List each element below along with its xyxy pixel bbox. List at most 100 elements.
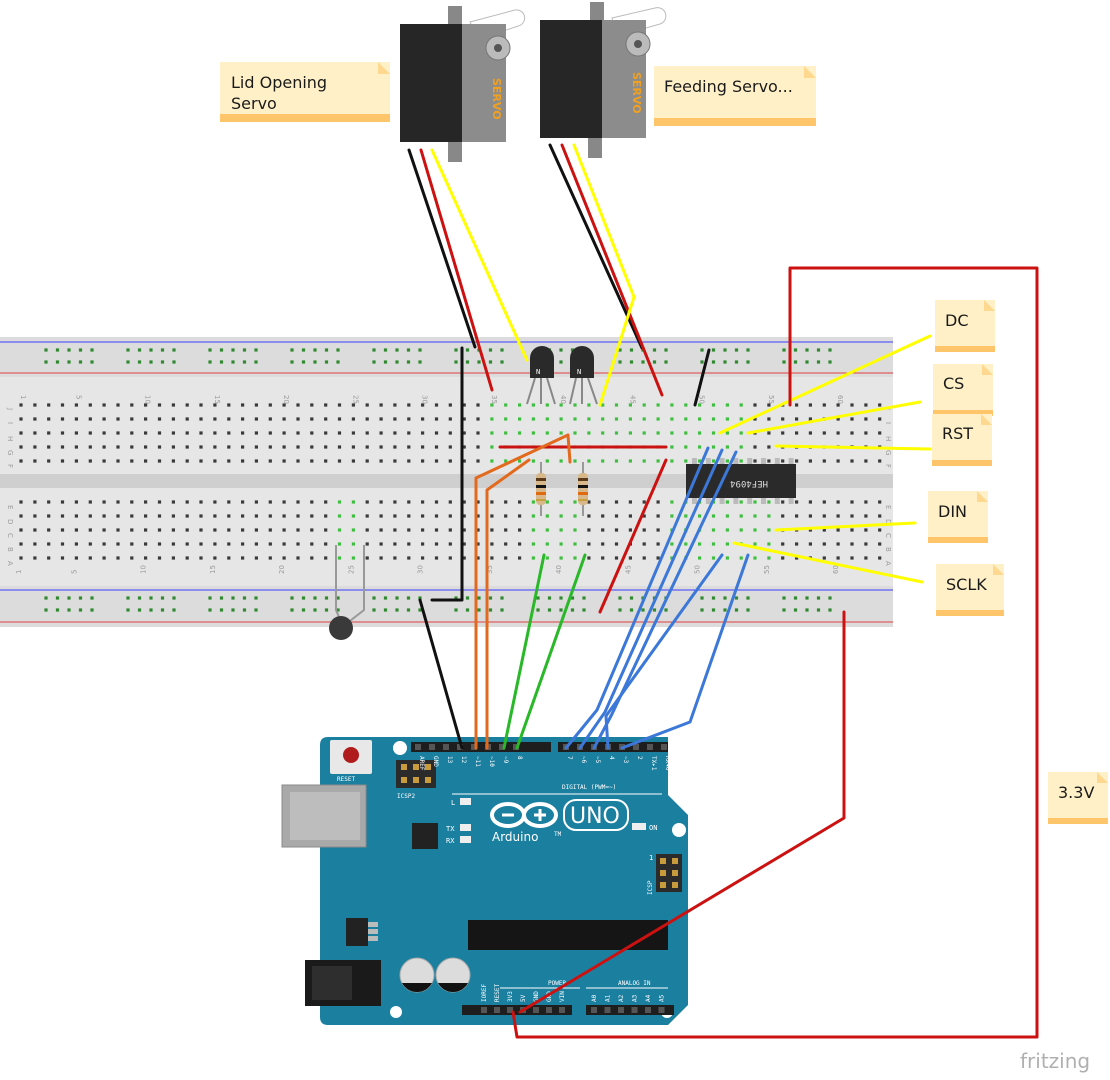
breadboard-hole (296, 459, 300, 463)
breadboard-hole (642, 542, 646, 546)
rail-hole (793, 608, 798, 612)
chip-pin (692, 498, 697, 504)
breadboard-hole (601, 542, 605, 546)
rail-hole (816, 596, 821, 600)
note-cs-text: CS (943, 374, 964, 393)
rail-hole (242, 360, 247, 364)
breadboard-hole (462, 403, 466, 407)
breadboard-hole (753, 556, 757, 560)
note-lid-opening-servo: Lid Opening Servo (220, 62, 390, 122)
breadboard-hole (227, 542, 231, 546)
icsp-label: ICSP (647, 880, 654, 895)
breadboard-hole (310, 403, 314, 407)
breadboard-hole (836, 528, 840, 532)
breadboard-hole (601, 459, 605, 463)
breadboard-hole (781, 459, 785, 463)
column-number-bottom: 55 (763, 565, 771, 574)
rail-hole (242, 596, 247, 600)
breadboard-hole (365, 417, 369, 421)
note-lid-line-2: Servo (231, 94, 277, 113)
breadboard-hole (296, 431, 300, 435)
breadboard-hole (711, 459, 716, 463)
din-wire (774, 521, 917, 532)
breadboard-hole (781, 542, 785, 546)
breadboard-hole (808, 542, 812, 546)
breadboard-hole (795, 514, 799, 518)
breadboard-hole (130, 542, 134, 546)
rail-hole (290, 608, 294, 612)
breadboard-hole (185, 514, 189, 518)
rail-hole (172, 348, 176, 352)
column-number-bottom: 50 (694, 565, 702, 574)
breadboard-hole (462, 445, 466, 449)
breadboard-hole (698, 542, 702, 546)
breadboard-hole (337, 403, 342, 407)
breadboard-hole (379, 431, 383, 435)
breadboard-hole (337, 445, 342, 449)
breadboard-hole (130, 417, 134, 421)
power-pin-label: IOREF (481, 984, 488, 1002)
breadboard-hole (601, 528, 605, 532)
column-number-bottom: 25 (347, 565, 355, 574)
breadboard-hole (822, 514, 826, 518)
led-rx (460, 836, 471, 843)
breadboard-hole (60, 556, 65, 560)
atmega-chip (468, 920, 668, 950)
rail-hole (828, 596, 832, 600)
rail-hole (301, 348, 306, 352)
breadboard-hole (241, 514, 245, 518)
breadboard-hole (47, 556, 51, 560)
breadboard-hole (822, 528, 826, 532)
breadboard-hole (670, 556, 674, 560)
breadboard-hole (545, 403, 549, 407)
breadboard-hole (171, 542, 175, 546)
digital-pin (661, 744, 667, 750)
breadboard-hole (33, 403, 37, 407)
rail-hole (465, 608, 470, 612)
breadboard-hole (601, 500, 605, 504)
breadboard-hole (545, 514, 549, 518)
breadboard-hole (213, 431, 217, 435)
rail-hole (126, 348, 130, 352)
breadboard-hole (628, 514, 632, 518)
column-number-bottom: 20 (278, 565, 286, 574)
breadboard-hole (490, 556, 494, 560)
breadboard-hole (614, 556, 619, 560)
breadboard-hole (254, 500, 258, 504)
rail-hole (336, 608, 340, 612)
breadboard-hole (795, 500, 799, 504)
breadboard-hole (199, 528, 203, 532)
note-3v3-text: 3.3V (1058, 783, 1094, 802)
breadboard-hole (282, 514, 286, 518)
breadboard-hole (88, 542, 92, 546)
rail-hole (582, 608, 586, 612)
digital-section-label: DIGITAL (PWM=~) (562, 784, 616, 791)
pin6-wire (578, 448, 724, 750)
row-letter: G (6, 450, 14, 455)
power-pin-label: VIN (559, 991, 566, 1002)
rail-hole (67, 348, 71, 352)
row-letter: H (6, 436, 14, 441)
breadboard-hole (518, 403, 522, 407)
rail-hole (67, 608, 71, 612)
pin10-wire (515, 553, 587, 750)
breadboard-hole (421, 431, 425, 435)
breadboard-hole (476, 459, 480, 463)
rail-hole (500, 348, 504, 352)
rail-hole (78, 596, 83, 600)
digital-pin-label: 13 (446, 756, 453, 764)
breadboard-hole (282, 542, 286, 546)
breadboard-hole (116, 431, 120, 435)
breadboard-hole (448, 556, 452, 560)
breadboard-hole (421, 459, 425, 463)
chip-pin (733, 458, 739, 464)
breadboard-hole (490, 528, 494, 532)
rail-hole (782, 360, 786, 364)
breadboard-hole (74, 403, 78, 407)
reset-button-cap[interactable] (343, 747, 359, 763)
chip-pin (761, 498, 766, 504)
rail-hole (570, 348, 575, 352)
sclk-wire (732, 541, 924, 584)
breadboard-hole (324, 417, 328, 421)
rail-hole (816, 360, 821, 364)
